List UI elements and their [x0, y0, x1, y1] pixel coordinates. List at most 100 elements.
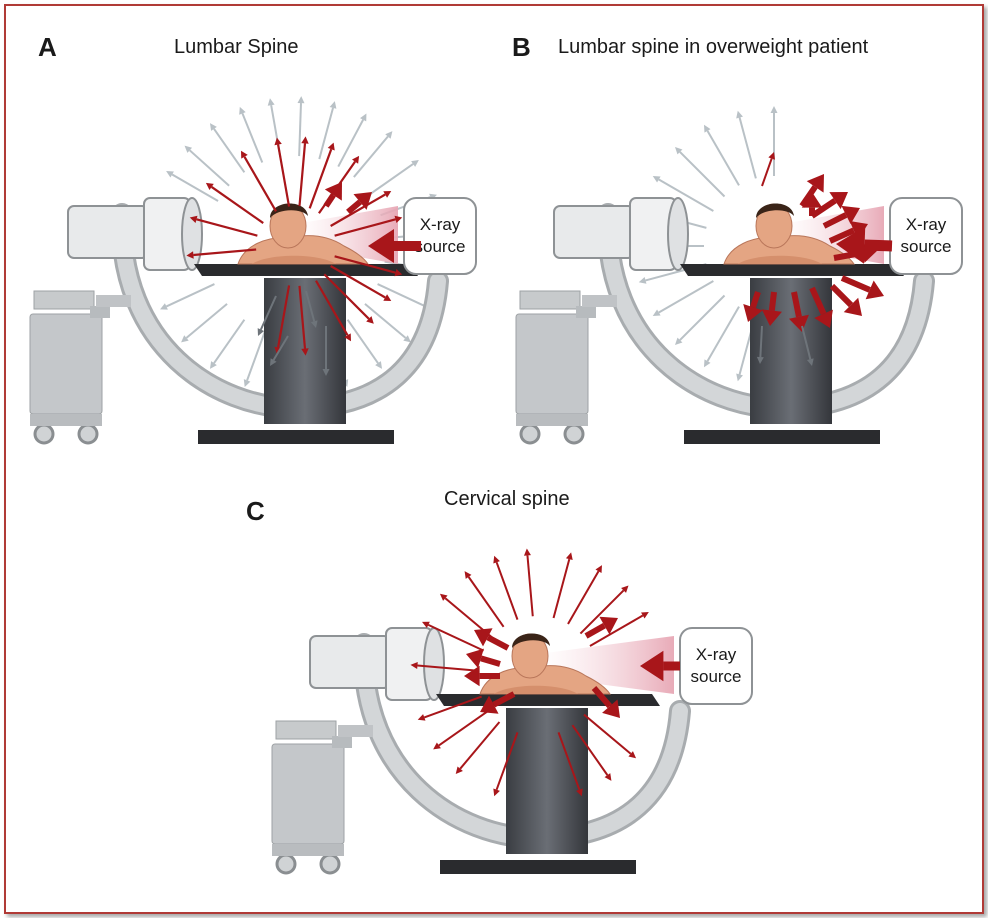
- wheel-icon: [519, 423, 541, 445]
- detector-icon: [553, 197, 689, 271]
- table-base: [440, 860, 636, 874]
- scatter-arrow-icon: [464, 665, 500, 687]
- scatter-arrow-icon: [243, 330, 267, 387]
- panel-a-title: Lumbar Spine: [174, 36, 299, 58]
- scatter-strong-arrows: [186, 136, 421, 356]
- scatter-arrow-icon: [761, 291, 782, 326]
- scatter-arrow-icon: [421, 621, 485, 652]
- scatter-arrow-icon: [274, 137, 291, 207]
- scatter-arrow-icon: [493, 732, 519, 797]
- scatter-arrow-icon: [323, 182, 342, 208]
- scatter-arrow-icon: [433, 709, 490, 750]
- scatter-arrow-icon: [840, 275, 884, 300]
- scatter-arrow-icon: [364, 303, 411, 343]
- scatter-arrow-icon: [184, 145, 230, 187]
- scatter-arrow-icon: [788, 291, 809, 332]
- scatter-arrow-icon: [743, 291, 763, 322]
- scatter-arrow-icon: [166, 171, 219, 202]
- patient-icon: [479, 633, 611, 695]
- scatter-arrow-icon: [257, 295, 277, 336]
- x-ray-source-label-line2: source: [900, 237, 951, 256]
- scatter-arrow-icon: [270, 335, 289, 366]
- panel-b-diagram: X-ray source: [515, 106, 963, 445]
- x-ray-source-label-line1: X-ray: [906, 215, 947, 234]
- scatter-arrow-icon: [369, 159, 419, 196]
- scatter-arrow-icon: [410, 661, 479, 672]
- scatter-arrow-icon: [337, 113, 367, 168]
- wheel-icon: [563, 423, 585, 445]
- scatter-arrow-icon: [334, 255, 403, 277]
- scatter-arrow-icon: [353, 131, 393, 178]
- panel-c-letter: C: [246, 496, 265, 526]
- scatter-arrow-icon: [552, 552, 573, 619]
- table-column: [506, 708, 588, 854]
- operating-table-icon: [194, 264, 418, 276]
- scatter-arrow-icon: [323, 273, 374, 324]
- scatter-arrow-icon: [557, 732, 583, 797]
- patient-icon: [723, 203, 855, 265]
- x-ray-source-label-line2: source: [414, 237, 465, 256]
- scatter-arrow-icon: [315, 280, 351, 342]
- scatter-arrow-icon: [298, 136, 309, 207]
- panel-b-letter: B: [512, 32, 531, 62]
- scatter-arrow-icon: [652, 280, 714, 316]
- scatter-strong-arrows: [743, 152, 893, 332]
- wheel-icon: [275, 853, 297, 875]
- panel-a-letter: A: [38, 32, 57, 62]
- scatter-arrow-icon: [318, 101, 337, 160]
- scatter-arrow-icon: [652, 176, 714, 212]
- scatter-arrow-icon: [186, 248, 257, 259]
- scatter-arrow-icon: [239, 106, 264, 163]
- scatter-arrow-icon: [455, 721, 501, 775]
- scatter-arrow-icon: [829, 283, 862, 316]
- scatter-arrow-icon: [464, 571, 505, 628]
- scatter-arrow-icon: [209, 123, 246, 173]
- scatter-arrow-icon: [801, 325, 814, 366]
- table-base: [684, 430, 880, 444]
- operating-table-icon: [680, 264, 904, 276]
- panel-a-diagram: X-ray source: [29, 96, 477, 445]
- scatter-arrow-icon: [241, 150, 277, 212]
- scatter-arrow-icon: [308, 142, 335, 209]
- scatter-arrow-icon: [809, 286, 833, 328]
- scatter-arrow-icon: [189, 215, 258, 237]
- scatter-arrow-icon: [297, 96, 305, 157]
- scatter-table-arrows: [257, 290, 330, 376]
- scatter-arrow-icon: [591, 686, 620, 718]
- scatter-arrow-icon: [346, 192, 372, 215]
- scatter-arrow-icon: [736, 110, 757, 179]
- x-ray-source-label-line1: X-ray: [420, 215, 461, 234]
- table-base: [198, 430, 394, 444]
- c-arm-base-unit: [29, 290, 110, 445]
- scatter-arrow-icon: [209, 319, 246, 369]
- scatter-arrow-icon: [756, 325, 764, 364]
- x-ray-source-icon: X-ray source: [889, 197, 963, 275]
- scatter-arrow-icon: [770, 106, 778, 176]
- scatter-arrow-icon: [417, 695, 482, 721]
- scatter-arrow-icon: [205, 182, 264, 224]
- scatter-arrow-icon: [761, 152, 775, 187]
- scatter-arrow-icon: [298, 285, 309, 356]
- scatter-arrow-icon: [584, 616, 618, 639]
- detector-icon: [67, 197, 203, 271]
- scatter-arrow-icon: [810, 192, 848, 219]
- detector-icon: [309, 627, 445, 701]
- scatter-arrow-icon: [589, 612, 649, 647]
- scatter-arrow-icon: [571, 724, 612, 781]
- scatter-arrow-icon: [799, 174, 824, 208]
- panel-c-title: Cervical spine: [444, 488, 570, 510]
- scatter-table-arrows: [756, 325, 814, 366]
- scatter-arrow-icon: [675, 294, 726, 345]
- scatter-arrow-icon: [801, 192, 823, 216]
- scatter-arrow-icon: [836, 226, 893, 264]
- scatter-arrow-icon: [675, 147, 726, 198]
- scatter-arrow-icon: [567, 565, 602, 625]
- scatter-arrow-icon: [330, 191, 392, 227]
- x-ray-source-label-line1: X-ray: [696, 645, 737, 664]
- c-arm-base-unit: [515, 290, 596, 445]
- scatter-arrow-icon: [346, 319, 383, 369]
- scatter-arrow-icon: [466, 648, 501, 669]
- scatter-arrow-icon: [822, 205, 860, 229]
